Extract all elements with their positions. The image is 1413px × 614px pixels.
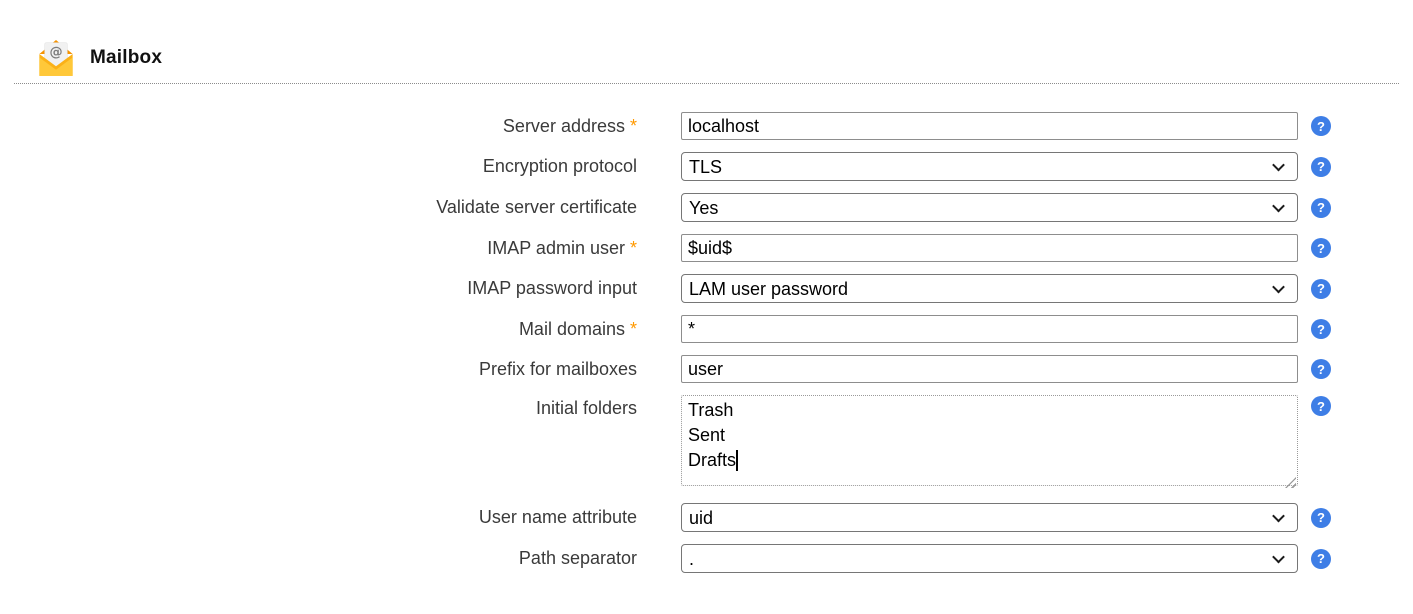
validate-server-certificate-select[interactable]: Yes (681, 193, 1298, 222)
help-icon[interactable]: ? (1311, 396, 1331, 416)
form-row-validate-server-certificate: Validate server certificate Yes ? (0, 193, 1413, 222)
field-label: IMAP password input (467, 278, 637, 298)
form-row-imap-admin-user: IMAP admin user* ? (0, 234, 1413, 262)
help-icon[interactable]: ? (1311, 116, 1331, 136)
field-label: Initial folders (535, 398, 637, 418)
field-label: IMAP admin user* (487, 237, 637, 258)
field-label: Validate server certificate (436, 197, 637, 217)
help-icon[interactable]: ? (1311, 197, 1331, 218)
resize-handle-icon[interactable] (1285, 477, 1296, 488)
field-label: User name attribute (478, 507, 637, 527)
form-row-prefix-for-mailboxes: Prefix for mailboxes ? (0, 355, 1413, 383)
form-row-path-separator: Path separator . ? (0, 544, 1413, 573)
form-row-mail-domains: Mail domains* ? (0, 315, 1413, 343)
help-icon[interactable]: ? (1311, 507, 1331, 528)
form-row-imap-password-input: IMAP password input LAM user password ? (0, 274, 1413, 303)
text-cursor (736, 450, 738, 471)
path-separator-select[interactable]: . (681, 544, 1298, 573)
form-row-user-name-attribute: User name attribute uid ? (0, 503, 1413, 532)
field-label: Prefix for mailboxes (478, 358, 637, 379)
field-label: Mail domains* (518, 318, 637, 339)
help-icon[interactable]: ? (1311, 548, 1331, 569)
svg-text:@: @ (49, 45, 62, 60)
imap-password-input-select[interactable]: LAM user password (681, 274, 1298, 303)
required-marker: * (629, 318, 637, 339)
initial-folders-textarea[interactable]: Trash Sent Drafts (681, 395, 1298, 486)
field-label: Server address* (502, 115, 637, 136)
header-separator (14, 83, 1399, 84)
help-icon[interactable]: ? (1311, 278, 1331, 299)
form-row-initial-folders: Initial folders Trash Sent Drafts ? (0, 395, 1413, 491)
help-icon[interactable]: ? (1311, 359, 1331, 379)
mailbox-envelope-icon: @ (39, 40, 73, 76)
form-row-encryption-protocol: Encryption protocol TLS ? (0, 152, 1413, 181)
imap-admin-user-input[interactable] (681, 234, 1298, 262)
field-label: Path separator (518, 548, 637, 568)
user-name-attribute-select[interactable]: uid (681, 503, 1298, 532)
encryption-protocol-select[interactable]: TLS (681, 152, 1298, 181)
prefix-for-mailboxes-input[interactable] (681, 355, 1298, 383)
server-address-input[interactable] (681, 112, 1298, 140)
required-marker: * (629, 115, 637, 136)
help-icon[interactable]: ? (1311, 319, 1331, 339)
form-row-server-address: Server address* ? (0, 112, 1413, 140)
mail-domains-input[interactable] (681, 315, 1298, 343)
page-title: Mailbox (90, 46, 163, 68)
help-icon[interactable]: ? (1311, 238, 1331, 258)
field-label: Encryption protocol (482, 156, 637, 176)
required-marker: * (629, 237, 637, 258)
help-icon[interactable]: ? (1311, 156, 1331, 177)
mailbox-config-form: Server address* ? Encryption protocol TL… (0, 112, 1413, 573)
module-header: @ Mailbox (0, 0, 1413, 79)
